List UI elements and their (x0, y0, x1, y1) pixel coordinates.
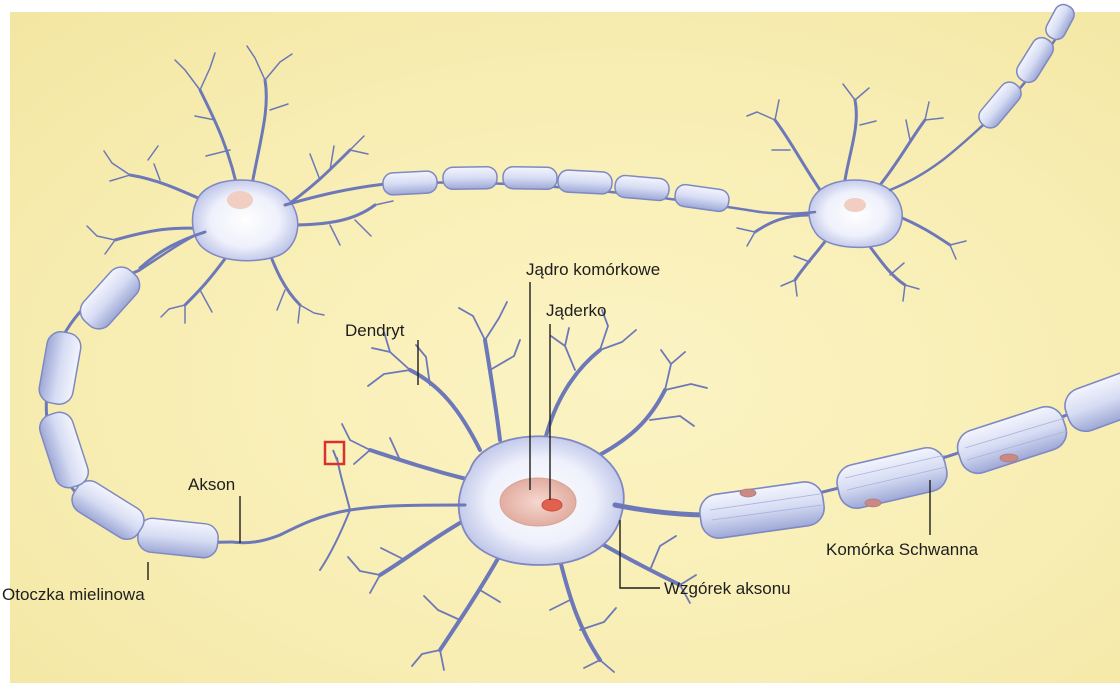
left-axon-loop (36, 230, 232, 559)
right-axon (698, 368, 1120, 541)
myelin-sheath-top (382, 167, 760, 213)
leader-hillock (620, 520, 660, 588)
nucleolus (542, 499, 562, 511)
label-nucleolus: Jąderko (546, 302, 606, 319)
nucleus (500, 478, 576, 526)
myelin-sheath-top-right (975, 1, 1077, 132)
label-schwann-cell: Komórka Schwanna (826, 541, 978, 558)
myelin-sheath-left (36, 261, 219, 559)
upper-right-neuron (737, 14, 1070, 301)
label-myelin-sheath: Otoczka mielinowa (2, 586, 145, 603)
label-dendrite: Dendryt (345, 322, 405, 339)
label-nucleus: Jądro komórkowe (526, 261, 660, 278)
label-axon: Akson (188, 476, 235, 493)
label-axon-hillock: Wzgórek aksonu (664, 580, 791, 597)
main-neuron (232, 302, 710, 672)
